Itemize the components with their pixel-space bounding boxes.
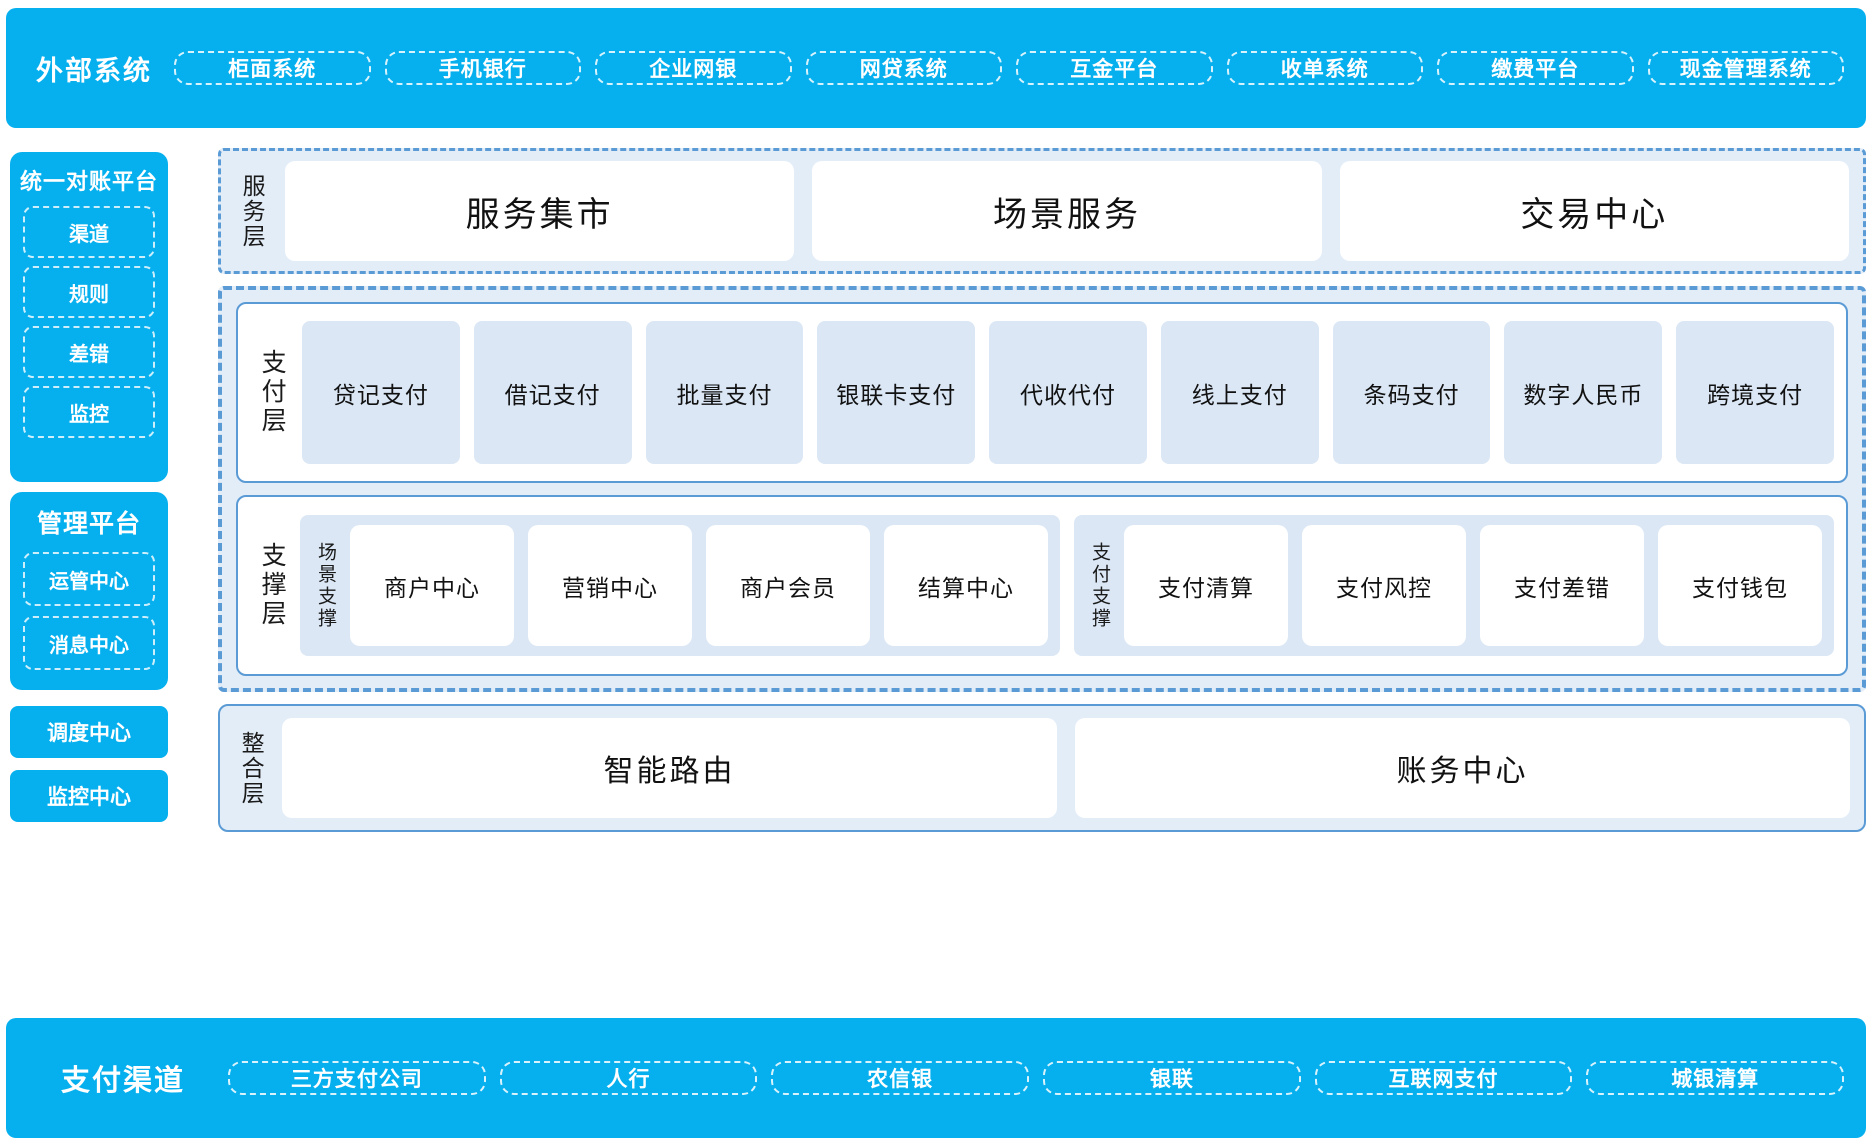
external-system-item[interactable]: 柜面系统 <box>174 51 371 85</box>
payment-tile-batch[interactable]: 批量支付 <box>645 321 804 464</box>
support-tile-marketing-center[interactable]: 营销中心 <box>528 525 692 646</box>
support-group-payment-tiles: 支付清算 支付风控 支付差错 支付钱包 <box>1124 525 1822 646</box>
service-tile-scenario[interactable]: 场景服务 <box>812 161 1322 261</box>
payment-channel-item[interactable]: 互联网支付 <box>1314 1061 1573 1095</box>
support-tile-payment-error[interactable]: 支付差错 <box>1480 525 1644 646</box>
reconciliation-item-rule[interactable]: 规则 <box>23 266 155 318</box>
support-group-payment-label: 支付支撑 <box>1088 541 1110 630</box>
management-item-operations[interactable]: 运管中心 <box>23 552 155 606</box>
payment-channels-title: 支付渠道 <box>60 1065 185 1097</box>
integration-layer-tiles: 智能路由 账务中心 <box>282 718 1850 818</box>
payment-tile-online[interactable]: 线上支付 <box>1160 321 1319 464</box>
external-system-item[interactable]: 缴费平台 <box>1437 51 1634 85</box>
support-group-scenario-label: 场景支撑 <box>314 541 336 630</box>
payment-layer-tiles: 贷记支付 借记支付 批量支付 银联卡支付 代收代付 线上支付 条码支付 数字人民… <box>302 321 1835 464</box>
service-layer-section: 服务层 服务集市 场景服务 交易中心 <box>218 148 1866 274</box>
payment-tile-unionpay-card[interactable]: 银联卡支付 <box>817 321 976 464</box>
core-platform-frame: 支付层 贷记支付 借记支付 批量支付 银联卡支付 代收代付 线上支付 条码支付 … <box>218 286 1866 692</box>
integration-tile-smart-routing[interactable]: 智能路由 <box>282 718 1057 818</box>
management-platform-title: 管理平台 <box>36 510 141 538</box>
external-system-item[interactable]: 手机银行 <box>384 51 581 85</box>
external-system-item[interactable]: 网贷系统 <box>805 51 1002 85</box>
payment-tile-credit[interactable]: 贷记支付 <box>302 321 460 464</box>
management-platform-panel: 管理平台 运管中心 消息中心 <box>10 492 168 690</box>
reconciliation-item-error[interactable]: 差错 <box>23 326 155 378</box>
payment-channel-item[interactable]: 城银清算 <box>1586 1061 1845 1095</box>
support-group-scenario-tiles: 商户中心 营销中心 商户会员 结算中心 <box>350 525 1048 646</box>
support-tile-merchant-member[interactable]: 商户会员 <box>706 525 870 646</box>
payment-channel-item[interactable]: 三方支付公司 <box>228 1061 486 1095</box>
payment-tile-cross-border[interactable]: 跨境支付 <box>1676 321 1835 464</box>
reconciliation-platform-title: 统一对账平台 <box>19 169 158 194</box>
support-layer-groups: 场景支撑 商户中心 营销中心 商户会员 结算中心 支付支撑 支付清算 支付风控 … <box>300 515 1834 656</box>
payment-tile-debit[interactable]: 借记支付 <box>473 321 632 464</box>
service-layer-label: 服务层 <box>239 173 266 249</box>
external-system-item[interactable]: 现金管理系统 <box>1647 51 1844 85</box>
integration-tile-accounting-center[interactable]: 账务中心 <box>1075 718 1850 818</box>
payment-channel-item[interactable]: 银联 <box>1043 1061 1301 1095</box>
external-systems-title: 外部系统 <box>36 55 152 86</box>
support-tile-payment-wallet[interactable]: 支付钱包 <box>1658 525 1822 646</box>
payment-channel-item[interactable]: 农信银 <box>771 1061 1030 1095</box>
payment-tile-digital-rmb[interactable]: 数字人民币 <box>1504 321 1663 464</box>
service-layer-tiles: 服务集市 场景服务 交易中心 <box>285 161 1849 261</box>
external-system-item[interactable]: 企业网银 <box>595 51 792 85</box>
support-tile-settlement-center[interactable]: 结算中心 <box>884 525 1048 646</box>
sidebar-chip-dispatch-center[interactable]: 调度中心 <box>10 706 168 758</box>
reconciliation-platform-panel: 统一对账平台 渠道 规则 差错 监控 <box>10 152 168 482</box>
support-layer-label: 支撑层 <box>258 542 287 629</box>
support-group-scenario: 场景支撑 商户中心 营销中心 商户会员 结算中心 <box>300 515 1060 656</box>
external-system-item[interactable]: 互金平台 <box>1016 51 1213 85</box>
service-tile-marketplace[interactable]: 服务集市 <box>285 161 795 261</box>
payment-tile-barcode[interactable]: 条码支付 <box>1332 321 1491 464</box>
integration-layer-section: 整合层 智能路由 账务中心 <box>218 704 1866 832</box>
support-tile-payment-riskcontrol[interactable]: 支付风控 <box>1302 525 1466 646</box>
service-tile-transaction-center[interactable]: 交易中心 <box>1339 161 1849 261</box>
sidebar-chip-monitor-center[interactable]: 监控中心 <box>10 770 168 822</box>
support-layer-section: 支撑层 场景支撑 商户中心 营销中心 商户会员 结算中心 支付支撑 支付清算 <box>236 495 1848 676</box>
payment-channels-list: 三方支付公司 人行 农信银 银联 互联网支付 城银清算 <box>228 1061 1845 1095</box>
payment-tile-collection-payment[interactable]: 代收代付 <box>989 321 1147 464</box>
reconciliation-item-channel[interactable]: 渠道 <box>23 206 155 258</box>
integration-layer-label: 整合层 <box>238 730 265 806</box>
payment-channel-item[interactable]: 人行 <box>499 1061 758 1095</box>
external-systems-list: 柜面系统 手机银行 企业网银 网贷系统 互金平台 收单系统 缴费平台 现金管理系… <box>174 51 1844 85</box>
support-group-payment: 支付支撑 支付清算 支付风控 支付差错 支付钱包 <box>1074 515 1834 656</box>
payment-layer-section: 支付层 贷记支付 借记支付 批量支付 银联卡支付 代收代付 线上支付 条码支付 … <box>236 302 1848 483</box>
reconciliation-item-monitor[interactable]: 监控 <box>23 386 155 438</box>
management-item-message[interactable]: 消息中心 <box>23 616 155 670</box>
support-tile-merchant-center[interactable]: 商户中心 <box>350 525 514 646</box>
payment-channels-band: 支付渠道 三方支付公司 人行 农信银 银联 互联网支付 城银清算 <box>6 1018 1866 1138</box>
external-system-item[interactable]: 收单系统 <box>1226 51 1423 85</box>
payment-layer-label: 支付层 <box>258 349 287 436</box>
external-systems-band: 外部系统 柜面系统 手机银行 企业网银 网贷系统 互金平台 收单系统 缴费平台 … <box>6 8 1866 128</box>
support-tile-payment-clearing[interactable]: 支付清算 <box>1124 525 1288 646</box>
